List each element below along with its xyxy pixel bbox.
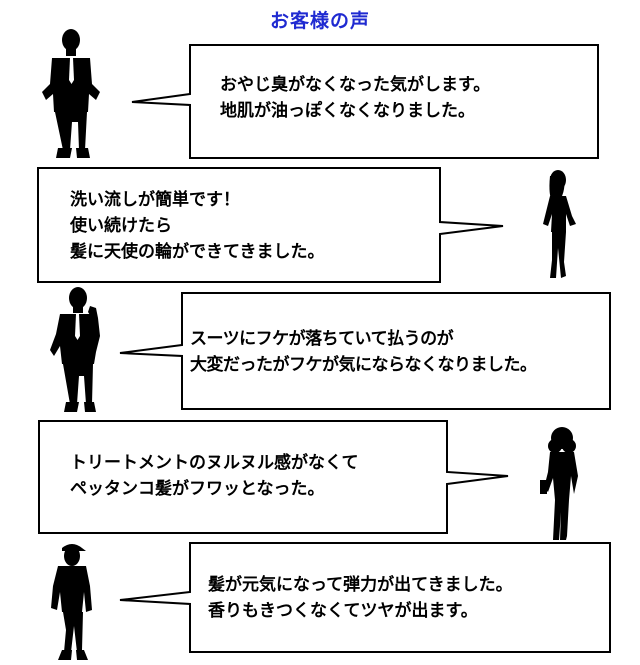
testimonial-2-line-1: 洗い流しが簡単です！ [70, 190, 240, 210]
speech-bubble-1 [131, 44, 599, 159]
speech-bubble-4 [38, 420, 509, 534]
businessman-on-phone-icon [50, 287, 100, 412]
speech-bubble-3 [119, 292, 611, 410]
testimonial-5-line-2: 香りもきつくなくてツヤが出ます。 [208, 601, 478, 621]
woman-curly-hair-icon [540, 427, 578, 540]
woman-standing-icon [543, 170, 576, 278]
page-title: お客様の声 [269, 10, 370, 32]
testimonial-3-text: スーツにフケが落ちていて払うのが 大変だったがフケが気にならなくなりました。 [190, 326, 537, 378]
testimonial-2-line-2: 使い続けたら [70, 216, 172, 236]
testimonial-5-text: 髪が元気になって弾力が出てきました。 香りもきつくなくてツヤが出ます。 [208, 572, 513, 624]
testimonial-1-line-2: 地肌が油っぽくなくなりました。 [220, 101, 475, 121]
testimonial-4-text: トリートメントのヌルヌル感がなくて ペッタンコ髪がフワッとなった。 [70, 450, 359, 502]
testimonial-2-line-3: 髪に天使の輪ができてきました。 [70, 242, 325, 262]
testimonial-5-line-1: 髪が元気になって弾力が出てきました。 [208, 575, 513, 595]
testimonial-2-text: 洗い流しが簡単です！ 使い続けたら 髪に天使の輪ができてきました。 [70, 187, 325, 265]
testimonial-4-line-1: トリートメントのヌルヌル感がなくて [70, 453, 359, 473]
man-with-cap-icon [51, 544, 92, 660]
testimonial-3-line-1: スーツにフケが落ちていて払うのが [190, 329, 454, 349]
businessman-hands-on-hips-icon [42, 29, 100, 158]
testimonial-4-line-2: ペッタンコ髪がフワッとなった。 [70, 479, 325, 499]
speech-bubble-2 [37, 167, 504, 283]
testimonial-1-text: おやじ臭がなくなった気がします。 地肌が油っぽくなくなりました。 [220, 72, 490, 124]
speech-bubble-5 [119, 542, 611, 653]
testimonial-3-line-2: 大変だったがフケが気にならなくなりました。 [190, 355, 537, 375]
testimonial-1-line-1: おやじ臭がなくなった気がします。 [220, 75, 491, 95]
